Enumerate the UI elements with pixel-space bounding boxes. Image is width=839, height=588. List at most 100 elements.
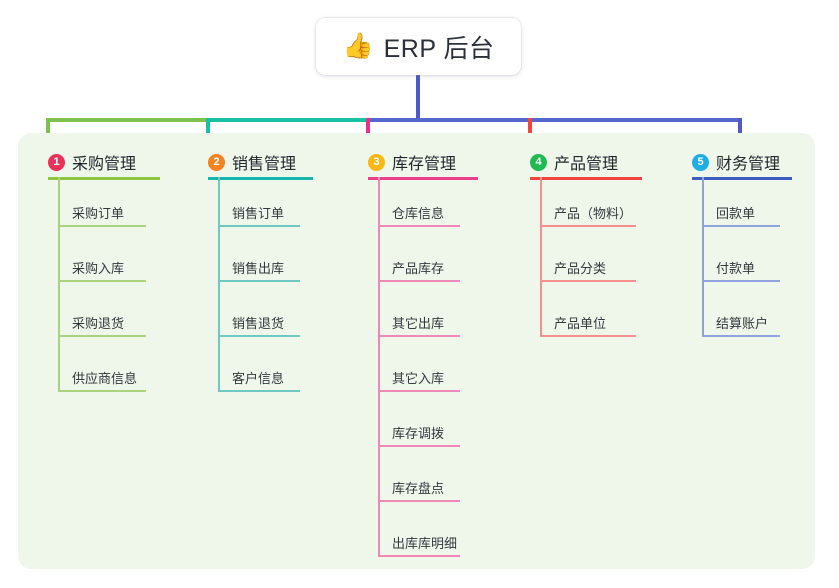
branch-item-label: 产品（物料） xyxy=(554,206,633,221)
branch-item[interactable]: 仓库信息 xyxy=(378,197,460,227)
branch-item-label: 库存调拨 xyxy=(392,426,445,441)
branch-title-4: 产品管理 xyxy=(554,156,619,173)
branch-item-label: 客户信息 xyxy=(232,371,285,386)
branch-header-2[interactable]: 2 销售管理 xyxy=(208,150,296,174)
branch-item-label: 采购退货 xyxy=(72,316,125,331)
branch-item[interactable]: 付款单 xyxy=(702,252,780,282)
root-stem xyxy=(416,75,420,122)
branch-badge-2: 2 xyxy=(208,153,225,171)
connector-drop-1 xyxy=(46,118,50,141)
branch-item-rule xyxy=(378,225,460,227)
thumbs-up-icon: 👍 xyxy=(342,32,374,60)
branch-item-rule xyxy=(378,390,460,392)
branch-header-1[interactable]: 1 采购管理 xyxy=(48,150,136,174)
branch-item[interactable]: 销售退货 xyxy=(218,307,300,337)
branch-item[interactable]: 库存盘点 xyxy=(378,472,460,502)
branch-item-label: 产品库存 xyxy=(392,261,445,276)
branch-item-rule xyxy=(58,280,146,282)
branch-header-5[interactable]: 5 财务管理 xyxy=(692,150,780,174)
branch-header-rule-2 xyxy=(208,177,313,180)
connector-drop-3 xyxy=(366,118,370,141)
branch-item-rule xyxy=(702,335,780,337)
branch-item-rule xyxy=(58,225,146,227)
branch-header-4[interactable]: 4 产品管理 xyxy=(530,150,618,174)
branch-item-label: 结算账户 xyxy=(716,316,769,331)
connector-drop-5 xyxy=(738,118,742,141)
branch-item[interactable]: 采购退货 xyxy=(58,307,146,337)
branch-item[interactable]: 采购入库 xyxy=(58,252,146,282)
connector-blue-segment xyxy=(366,118,740,122)
branch-spine-4 xyxy=(540,177,542,337)
branch-column-2: 2 销售管理销售订单销售出库销售退货客户信息 xyxy=(208,150,313,398)
branch-column-3: 3 库存管理仓库信息产品库存其它出库其它入库库存调拨库存盘点出库库明细 xyxy=(368,150,478,563)
branch-item-label: 销售订单 xyxy=(232,206,285,221)
branch-item[interactable]: 产品库存 xyxy=(378,252,460,282)
branch-title-5: 财务管理 xyxy=(716,156,781,173)
branch-item-rule xyxy=(702,280,780,282)
branch-title-1: 采购管理 xyxy=(72,156,137,173)
branch-badge-4: 4 xyxy=(530,153,547,171)
branch-item-rule xyxy=(58,335,146,337)
branch-title-2: 销售管理 xyxy=(232,156,297,173)
branch-badge-5: 5 xyxy=(692,153,709,171)
branch-spine-5 xyxy=(702,177,704,337)
branch-column-4: 4 产品管理产品（物料） 产品分类产品单位 xyxy=(530,150,642,343)
diagram-panel xyxy=(18,133,815,569)
branch-item[interactable]: 产品分类 xyxy=(540,252,636,282)
branch-spine-3 xyxy=(378,177,380,557)
branch-item-label: 销售退货 xyxy=(232,316,285,331)
branch-item-rule xyxy=(218,390,300,392)
branch-item-label: 产品单位 xyxy=(554,316,607,331)
branch-item[interactable]: 其它入库 xyxy=(378,362,460,392)
root-node[interactable]: 👍 ERP 后台 xyxy=(316,18,521,75)
branch-item-label: 回款单 xyxy=(716,206,756,221)
branch-item-label: 采购订单 xyxy=(72,206,125,221)
branch-column-5: 5 财务管理回款单付款单结算账户 xyxy=(692,150,792,343)
branch-item[interactable]: 库存调拨 xyxy=(378,417,460,447)
branch-item[interactable]: 产品（物料） xyxy=(540,197,636,227)
branch-item-label: 出库库明细 xyxy=(392,536,458,551)
branch-item-rule xyxy=(378,555,460,557)
branch-item[interactable]: 销售订单 xyxy=(218,197,300,227)
branch-spine-2 xyxy=(218,177,220,392)
branch-item-rule xyxy=(540,280,636,282)
branch-item-rule xyxy=(378,445,460,447)
branch-item-rule xyxy=(218,280,300,282)
branch-item-label: 产品分类 xyxy=(554,261,607,276)
root-title: ERP 后台 xyxy=(383,34,495,63)
branch-header-3[interactable]: 3 库存管理 xyxy=(368,150,456,174)
branch-header-rule-5 xyxy=(692,177,792,180)
branch-item[interactable]: 客户信息 xyxy=(218,362,300,392)
branch-item[interactable]: 产品单位 xyxy=(540,307,636,337)
branch-item-rule xyxy=(378,500,460,502)
branch-item-label: 供应商信息 xyxy=(72,371,138,386)
connector-drop-4 xyxy=(528,118,532,141)
branch-item-label: 仓库信息 xyxy=(392,206,445,221)
branch-item-label: 采购入库 xyxy=(72,261,125,276)
branch-item[interactable]: 其它出库 xyxy=(378,307,460,337)
branch-item-rule xyxy=(540,225,636,227)
branch-header-rule-1 xyxy=(48,177,160,180)
branch-title-3: 库存管理 xyxy=(392,156,457,173)
branch-header-rule-4 xyxy=(530,177,642,180)
connector-teal-segment xyxy=(206,118,366,122)
branch-item[interactable]: 回款单 xyxy=(702,197,780,227)
branch-badge-1: 1 xyxy=(48,153,65,171)
branch-item[interactable]: 结算账户 xyxy=(702,307,780,337)
branch-item[interactable]: 供应商信息 xyxy=(58,362,146,392)
connector-drop-2 xyxy=(206,118,210,141)
branch-badge-3: 3 xyxy=(368,153,385,171)
branch-item[interactable]: 销售出库 xyxy=(218,252,300,282)
branch-item-rule xyxy=(218,335,300,337)
branch-item-label: 其它出库 xyxy=(392,316,445,331)
branch-item[interactable]: 出库库明细 xyxy=(378,527,460,557)
branch-item-label: 销售出库 xyxy=(232,261,285,276)
branch-item-rule xyxy=(58,390,146,392)
branch-item-label: 付款单 xyxy=(716,261,756,276)
branch-item-label: 库存盘点 xyxy=(392,481,445,496)
branch-header-rule-3 xyxy=(368,177,478,180)
branch-item-rule xyxy=(378,335,460,337)
branch-column-1: 1 采购管理采购订单采购入库采购退货供应商信息 xyxy=(48,150,160,398)
branch-item[interactable]: 采购订单 xyxy=(58,197,146,227)
